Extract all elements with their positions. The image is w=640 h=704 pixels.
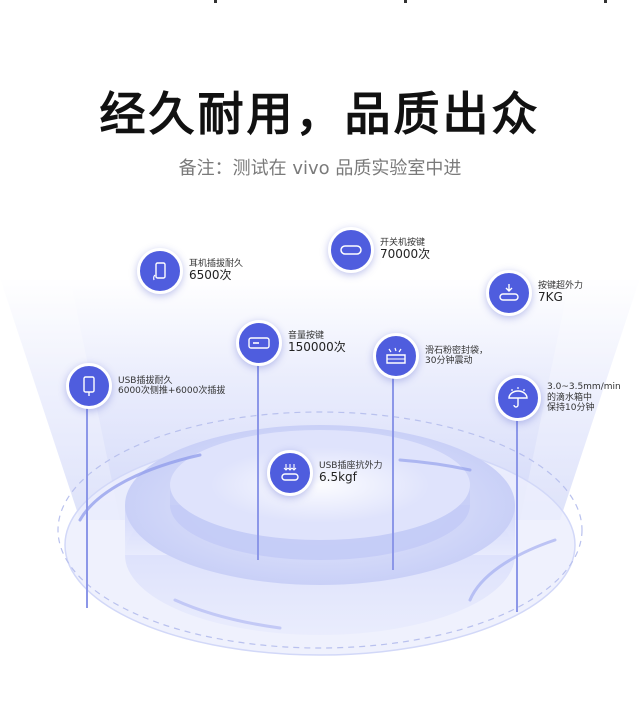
feature-usb-plug: USB插拔耐久 6000次侧推+6000次插拔 — [66, 363, 225, 409]
feature-value: 6000次侧推+6000次插拔 — [118, 386, 226, 396]
feature-label: 的滴水箱中 — [547, 392, 593, 403]
power-button-icon — [328, 227, 374, 273]
top-edge-mark — [404, 0, 407, 3]
umbrella-rain-icon — [495, 375, 541, 421]
feature-sealed-bag: 滑石粉密封袋， 30分钟震动 — [373, 333, 488, 379]
feature-value: 保持10分钟 — [547, 403, 595, 414]
usb-port-icon — [267, 450, 313, 496]
volume-button-icon — [236, 320, 282, 366]
sealed-bag-icon — [373, 333, 419, 379]
feature-value: 7KG — [538, 290, 563, 305]
key-press-icon — [486, 270, 532, 316]
feature-label: 开关机按键 — [380, 237, 426, 248]
feature-earphone: 耳机插拔耐久 6500次 — [137, 248, 243, 294]
feature-value: 6500次 — [189, 268, 232, 283]
feature-usb-force: USB插座抗外力 6.5kgf — [267, 450, 382, 496]
feature-value: 30分钟震动 — [425, 356, 473, 366]
feature-key-force: 按键超外力 7KG — [486, 270, 583, 316]
feature-label: 耳机插拔耐久 — [189, 258, 244, 269]
feature-rain: 3.0~3.5mm/min 的滴水箱中 保持10分钟 — [495, 375, 621, 421]
feature-power: 开关机按键 70000次 — [328, 227, 430, 273]
top-edge-mark — [214, 0, 217, 3]
feature-value: 150000次 — [288, 340, 346, 355]
feature-label: 按键超外力 — [538, 280, 584, 291]
page-title: 经久耐用，品质出众 — [99, 87, 541, 141]
feature-label: USB插座抗外力 — [319, 460, 383, 471]
page-subtitle: 备注：测试在 vivo 品质实验室中进 — [178, 158, 462, 179]
top-edge-mark — [604, 0, 607, 3]
usb-phone-icon — [66, 363, 112, 409]
earphone-phone-icon — [137, 248, 183, 294]
feature-label: USB插拔耐久 — [118, 375, 173, 386]
feature-volume: 音量按键 150000次 — [236, 320, 346, 366]
feature-label: 滑石粉密封袋， — [425, 345, 489, 356]
dashed-orbit — [57, 411, 583, 649]
feature-label: 音量按键 — [288, 330, 325, 341]
feature-label: 3.0~3.5mm/min — [547, 382, 621, 393]
feature-value: 6.5kgf — [319, 470, 357, 485]
feature-value: 70000次 — [380, 247, 431, 262]
